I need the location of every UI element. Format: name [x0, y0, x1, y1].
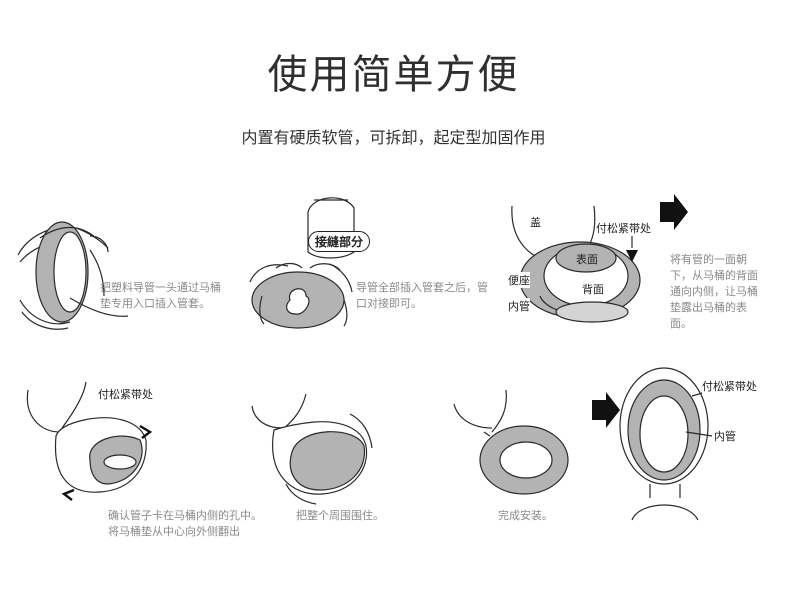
step-7-illustration	[619, 367, 713, 521]
down-arrow-icon	[626, 250, 638, 262]
step-3-caption: 将有管的一面朝 下，从马桶的背面 通向内侧，让马桶 垫露出马桶的表 面。	[670, 253, 758, 330]
front-label: 表面	[576, 253, 598, 266]
step-5-caption: 把整个周围围住。	[296, 509, 384, 522]
step-4-illustration	[26, 381, 147, 493]
step-7-pipe-label: 内管	[714, 428, 736, 444]
page-subtitle: 内置有硬质软管，可拆卸，起定型加固作用	[241, 128, 546, 147]
step-2-illustration	[249, 197, 355, 329]
step-6-illustration	[453, 389, 569, 495]
direction-arrows	[61, 194, 688, 501]
right-arrow-icon	[660, 194, 688, 230]
step-3-illustration	[511, 205, 641, 323]
step-4-caption: 确认管子卡在马桶内侧的孔中。 将马桶垫从中心向外侧翻出	[108, 509, 262, 538]
back-label: 背面	[582, 283, 604, 296]
strap-label: 付松紧带处	[596, 220, 651, 236]
step-1-caption: 把塑料导管一头通过马桶 垫专用入口插入管套。	[100, 281, 221, 310]
step-6-caption: 完成安装。	[498, 509, 553, 522]
step-4-strap-label: 付松紧带处	[98, 386, 153, 402]
pipe-label: 内管	[508, 298, 530, 314]
right-arrow-icon-2	[592, 392, 620, 428]
step-1-illustration	[17, 221, 129, 330]
seam-label: 接縫部分	[308, 231, 371, 252]
seat-label: 便座	[508, 272, 530, 288]
curl-arrow-icon-2	[61, 488, 75, 501]
lid-label: 盖	[530, 214, 541, 230]
step-2-caption: 导管全部插入管套之后，管 口对接即可。	[356, 281, 488, 310]
curl-arrow-icon	[139, 424, 153, 439]
step-5-illustration	[251, 393, 373, 505]
step-7-strap-label: 付松紧带处	[702, 378, 757, 394]
page-title: 使用简单方便	[267, 52, 520, 98]
